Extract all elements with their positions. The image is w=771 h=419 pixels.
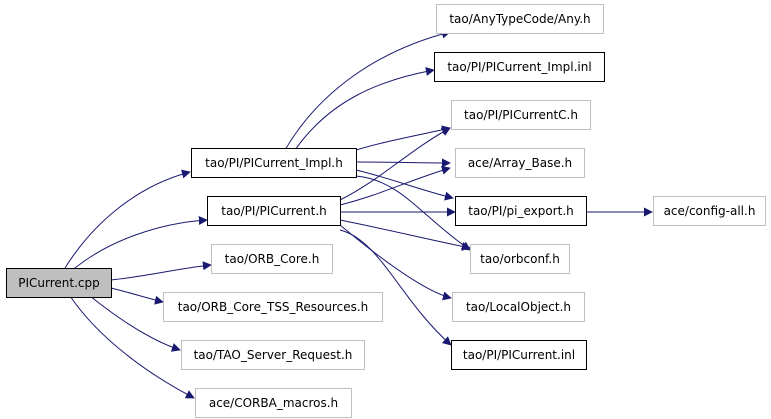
node-any-h[interactable]: tao/AnyTypeCode/Any.h: [436, 4, 604, 34]
node-orb-core-h[interactable]: tao/ORB_Core.h: [211, 244, 333, 274]
edge-impl-to-impl-inl: [294, 67, 435, 151]
edge-picurrent-to-orbconf-h: [339, 219, 471, 251]
edge-root-to-orb-core-tss-h: [110, 287, 164, 305]
edge-impl-to-array-base-h: [355, 158, 451, 168]
edge-impl-to-any-h: [284, 29, 451, 151]
edge-picurrent-to-picurrent-inl: [339, 229, 452, 346]
node-tao-server-request-h[interactable]: tao/TAO_Server_Request.h: [181, 340, 365, 370]
edge-root-to-corba-macros-h: [69, 295, 195, 399]
edge-picurrent-to-array-base-h: [339, 166, 451, 206]
node-pi-export-h[interactable]: tao/PI/pi_export.h: [455, 196, 587, 226]
edge-picurrent-to-localobject-h: [339, 224, 452, 301]
node-picurrentc-h[interactable]: tao/PI/PICurrentC.h: [451, 100, 591, 130]
edge-picurrent-to-picurrentc-h: [339, 127, 451, 201]
node-orb-core-tss-resources-h[interactable]: tao/ORB_Core_TSS_Resources.h: [163, 292, 383, 322]
edge-impl-to-orbconf-h: [355, 175, 471, 251]
node-picurrent-h[interactable]: tao/PI/PICurrent.h: [207, 196, 341, 226]
node-orbconf-h[interactable]: tao/orbconf.h: [470, 244, 570, 274]
node-picurrent-impl-inl[interactable]: tao/PI/PICurrent_Impl.inl: [434, 52, 605, 82]
edge-root-to-orb-core-h: [110, 261, 212, 281]
node-array-base-h[interactable]: ace/Array_Base.h: [455, 148, 585, 178]
edge-impl-to-picurrentc-h: [349, 125, 451, 153]
node-localobject-h[interactable]: tao/LocalObject.h: [452, 292, 585, 322]
edge-root-to-picurrent-impl-h: [64, 169, 191, 269]
node-picurrent-impl-h[interactable]: tao/PI/PICurrent_Impl.h: [191, 148, 357, 178]
node-corba-macros-h[interactable]: ace/CORBA_macros.h: [195, 388, 352, 418]
edge-root-to-picurrent-h: [74, 216, 208, 269]
node-config-all-h[interactable]: ace/config-all.h: [653, 196, 766, 226]
edge-root-to-server-request-h: [89, 295, 181, 352]
node-picurrent-inl[interactable]: tao/PI/PICurrent.inl: [451, 340, 587, 370]
node-root-file: PICurrent.cpp: [6, 268, 112, 298]
